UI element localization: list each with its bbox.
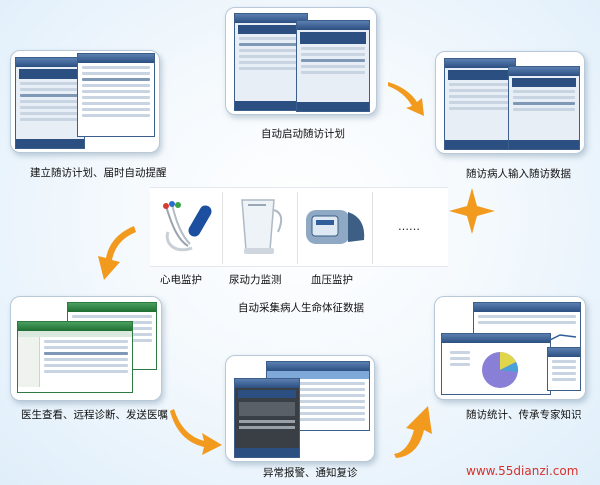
arrow-step6-to-step7-icon	[394, 406, 432, 458]
caption-step2: 自动启动随访计划	[261, 128, 345, 140]
star-connector-icon	[449, 188, 495, 234]
arrow-to-step5-icon	[98, 226, 136, 280]
stats-table	[547, 347, 581, 391]
panel-doctor-review	[10, 296, 162, 401]
label-urine: 尿动力监测	[229, 274, 282, 286]
stats-window-front	[441, 333, 551, 395]
pie-chart-thumbnail	[482, 352, 519, 388]
panel-input-data	[435, 51, 585, 154]
caption-step5: 医生查看、远程诊断、发送医嘱	[21, 409, 168, 421]
caption-step4: 自动采集病人生命体征数据	[238, 302, 364, 314]
panel-alarm	[225, 355, 375, 462]
arrow-step5-to-step6-icon	[170, 409, 222, 455]
arrow-step2-to-step3-icon	[388, 82, 424, 116]
watermark-text: www.55dianzi.com	[466, 464, 579, 478]
caption-step7: 随访统计、传承专家知识	[466, 409, 582, 421]
caption-step6: 异常报警、通知复诊	[263, 467, 358, 479]
panel-build-plan	[10, 50, 160, 153]
caption-step1: 建立随访计划、届时自动提醒	[30, 167, 167, 179]
caption-step3: 随访病人输入随访数据	[466, 168, 571, 180]
pda-screen-b	[296, 20, 370, 112]
panel-auto-start	[225, 7, 377, 115]
green-window-front	[17, 321, 133, 393]
pda-alarm-screen	[234, 378, 300, 458]
device-strip: ……	[150, 187, 448, 267]
bp-device-icon	[306, 210, 365, 244]
label-bp: 血压监护	[311, 274, 353, 286]
pda-screen-d	[508, 66, 580, 150]
ecg-device-icon	[163, 201, 212, 252]
label-ecg: 心电监护	[160, 274, 202, 286]
urine-device-icon	[241, 199, 283, 254]
panel-statistics	[434, 296, 586, 400]
pda-screen-a	[234, 13, 308, 111]
plan-window	[77, 53, 155, 137]
pda-screen-c	[444, 58, 516, 150]
pda-screen-left	[15, 57, 85, 149]
more-devices-ellipsis: ……	[398, 220, 420, 233]
